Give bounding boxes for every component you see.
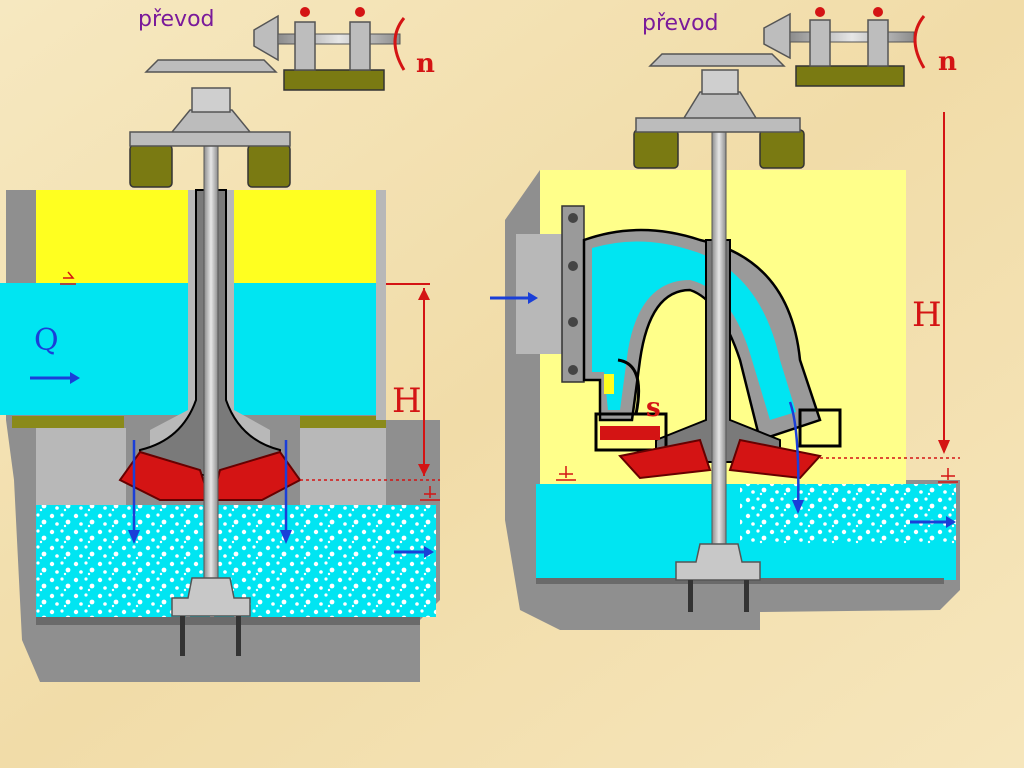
right-draft-label: s <box>646 393 661 423</box>
right-head-arrow-down <box>938 440 950 454</box>
right-shaft <box>711 117 727 559</box>
left-bottom-bearing <box>171 577 251 617</box>
right-flange-bolt-1 <box>568 213 578 223</box>
right-drive-shaft <box>789 31 915 43</box>
left-drive-bearing-2 <box>349 21 371 71</box>
left-outflow-arrowhead <box>424 546 434 558</box>
right-head-label: H <box>912 295 942 335</box>
left-rotation-symbol <box>393 17 406 71</box>
right-outlet-flange <box>798 408 842 448</box>
right-gear-label: převod <box>642 11 719 36</box>
right-lubricator-1 <box>815 7 825 17</box>
right-support-block-2 <box>759 129 805 169</box>
left-bevel-gear <box>144 59 278 73</box>
right-drive-bearing-1 <box>809 19 831 67</box>
right-siphon-marker <box>604 374 614 394</box>
right-inlet-flange <box>561 205 585 383</box>
right-flange-bolt-4 <box>568 365 578 375</box>
right-bottom-bearing <box>675 543 761 581</box>
left-turbine: převod n H Q <box>0 7 440 682</box>
right-draft-pipe <box>600 426 660 440</box>
right-casing-water <box>592 241 796 420</box>
right-drive-bearing-2 <box>867 19 889 67</box>
left-draft-arrowhead-1 <box>128 530 140 544</box>
right-tailwater-foam <box>740 484 956 544</box>
left-lower-wall-right <box>300 428 386 510</box>
left-lubricator-1 <box>300 7 310 17</box>
left-upper-level-symbol <box>60 271 76 285</box>
left-right-wall <box>376 190 386 420</box>
right-inflow-arrowhead <box>528 292 538 304</box>
right-rotation-symbol <box>913 15 926 69</box>
right-anchor-bolt-1 <box>688 580 693 612</box>
right-pinion-gear <box>763 12 791 60</box>
right-draft-arrowhead <box>792 500 804 514</box>
right-drive-base <box>795 65 905 87</box>
left-head-label: H <box>392 381 422 421</box>
left-head-arrow-down <box>418 464 430 476</box>
left-chamber-floor-right <box>300 416 386 428</box>
left-shaft <box>203 139 219 596</box>
left-support-block-1 <box>129 144 173 188</box>
left-runner-blades <box>118 450 302 501</box>
right-turbine: převod n s H <box>490 7 960 630</box>
right-speed-label: n <box>938 47 957 77</box>
left-support-block-2 <box>247 144 291 188</box>
right-runner-blades <box>618 438 822 480</box>
left-pit-floor <box>36 617 420 625</box>
right-draft-arrow <box>788 401 800 511</box>
left-draft-arrowhead-2 <box>280 530 292 544</box>
right-draft-housing <box>594 412 668 452</box>
right-outlet-level-symbol <box>938 468 958 483</box>
right-lubricator-2 <box>873 7 883 17</box>
left-flow-label: Q <box>34 323 59 358</box>
right-siphon-curve <box>617 358 641 415</box>
left-lower-wall <box>36 428 126 510</box>
right-support-block-1 <box>633 129 679 169</box>
left-speed-label: n <box>416 49 435 79</box>
right-outflow-arrowhead <box>946 516 956 528</box>
left-gear-label: převod <box>138 7 215 32</box>
right-bearing-hub <box>701 69 739 95</box>
left-bearing-hub <box>191 87 231 113</box>
left-drive-shaft <box>277 33 401 45</box>
right-anchor-bolt-2 <box>744 580 749 612</box>
left-tail-level-symbol <box>420 486 440 501</box>
left-head-arrow-up <box>418 288 430 300</box>
left-chamber-floor <box>12 416 124 428</box>
left-anchor-bolt-2 <box>236 616 241 656</box>
right-bevel-gear <box>648 53 786 67</box>
left-pinion-gear <box>253 14 279 62</box>
right-flange-bolt-3 <box>568 317 578 327</box>
right-flange-bolt-2 <box>568 261 578 271</box>
left-lubricator-2 <box>355 7 365 17</box>
left-drive-base <box>283 69 385 91</box>
left-drive-bearing-1 <box>294 21 316 71</box>
right-tail-level-symbol <box>556 466 576 481</box>
right-pit-floor <box>536 578 944 584</box>
left-inflow-arrowhead <box>70 372 80 384</box>
left-anchor-bolt-1 <box>180 616 185 656</box>
